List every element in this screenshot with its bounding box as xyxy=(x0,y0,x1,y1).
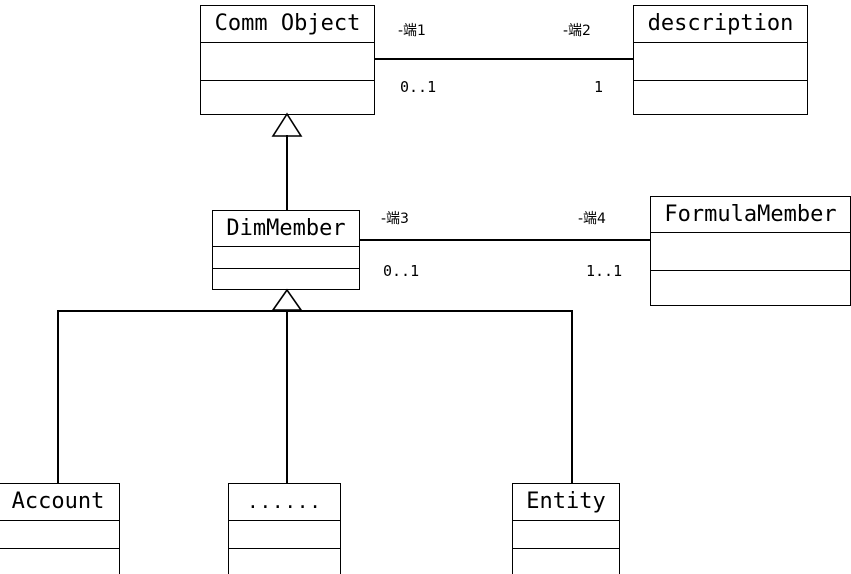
class-name-formulamember: FormulaMember xyxy=(651,197,850,233)
class-name-ellipsis: ...... xyxy=(229,484,340,521)
generalization-line-dimmember-to-commobject xyxy=(286,135,288,211)
generalization-line-account xyxy=(57,310,59,484)
association-multiplicity-target-1: 1 xyxy=(594,78,604,96)
class-box-comm-object[interactable]: Comm Object xyxy=(200,5,375,115)
association-multiplicity-source-1: 0..1 xyxy=(400,78,437,96)
class-box-ellipsis[interactable]: ...... xyxy=(228,483,341,574)
class-box-dimmember[interactable]: DimMember xyxy=(212,210,360,290)
association-multiplicity-target-2: 1..1 xyxy=(586,262,623,280)
generalization-spine-horizontal xyxy=(57,310,573,312)
class-box-description[interactable]: description xyxy=(633,5,808,115)
class-box-formulamember[interactable]: FormulaMember xyxy=(650,196,851,306)
class-name-account: Account xyxy=(0,484,119,521)
class-name-entity: Entity xyxy=(513,484,619,521)
class-attributes-account xyxy=(0,521,119,549)
association-line-dimmember-formulamember xyxy=(360,239,650,241)
class-operations-comm-object xyxy=(201,81,374,114)
class-name-dimmember: DimMember xyxy=(213,211,359,247)
class-operations-formulamember xyxy=(651,271,850,305)
class-attributes-description xyxy=(634,43,807,81)
class-operations-ellipsis xyxy=(229,549,340,574)
generalization-line-ellipsis xyxy=(286,310,288,484)
class-attributes-comm-object xyxy=(201,43,374,81)
association-role-end2: -端2 xyxy=(563,23,591,39)
class-attributes-entity xyxy=(513,521,619,549)
association-role-end1: -端1 xyxy=(398,23,426,39)
class-box-entity[interactable]: Entity xyxy=(512,483,620,574)
class-name-description: description xyxy=(634,6,807,43)
class-operations-entity xyxy=(513,549,619,574)
association-line-comm-object-description xyxy=(375,58,633,60)
generalization-arrow-subclasses-to-dimmember xyxy=(271,288,303,311)
class-attributes-formulamember xyxy=(651,233,850,271)
class-attributes-ellipsis xyxy=(229,521,340,549)
class-name-comm-object: Comm Object xyxy=(201,6,374,43)
class-attributes-dimmember xyxy=(213,247,359,269)
class-box-account[interactable]: Account xyxy=(0,483,120,574)
class-operations-dimmember xyxy=(213,269,359,289)
class-operations-account xyxy=(0,549,119,574)
association-role-end3: -端3 xyxy=(381,211,409,227)
class-operations-description xyxy=(634,81,807,114)
association-multiplicity-source-2: 0..1 xyxy=(383,262,420,280)
generalization-arrow-dimmember-to-commobject xyxy=(271,112,303,137)
association-role-end4: -端4 xyxy=(578,211,606,227)
generalization-line-entity xyxy=(571,310,573,484)
